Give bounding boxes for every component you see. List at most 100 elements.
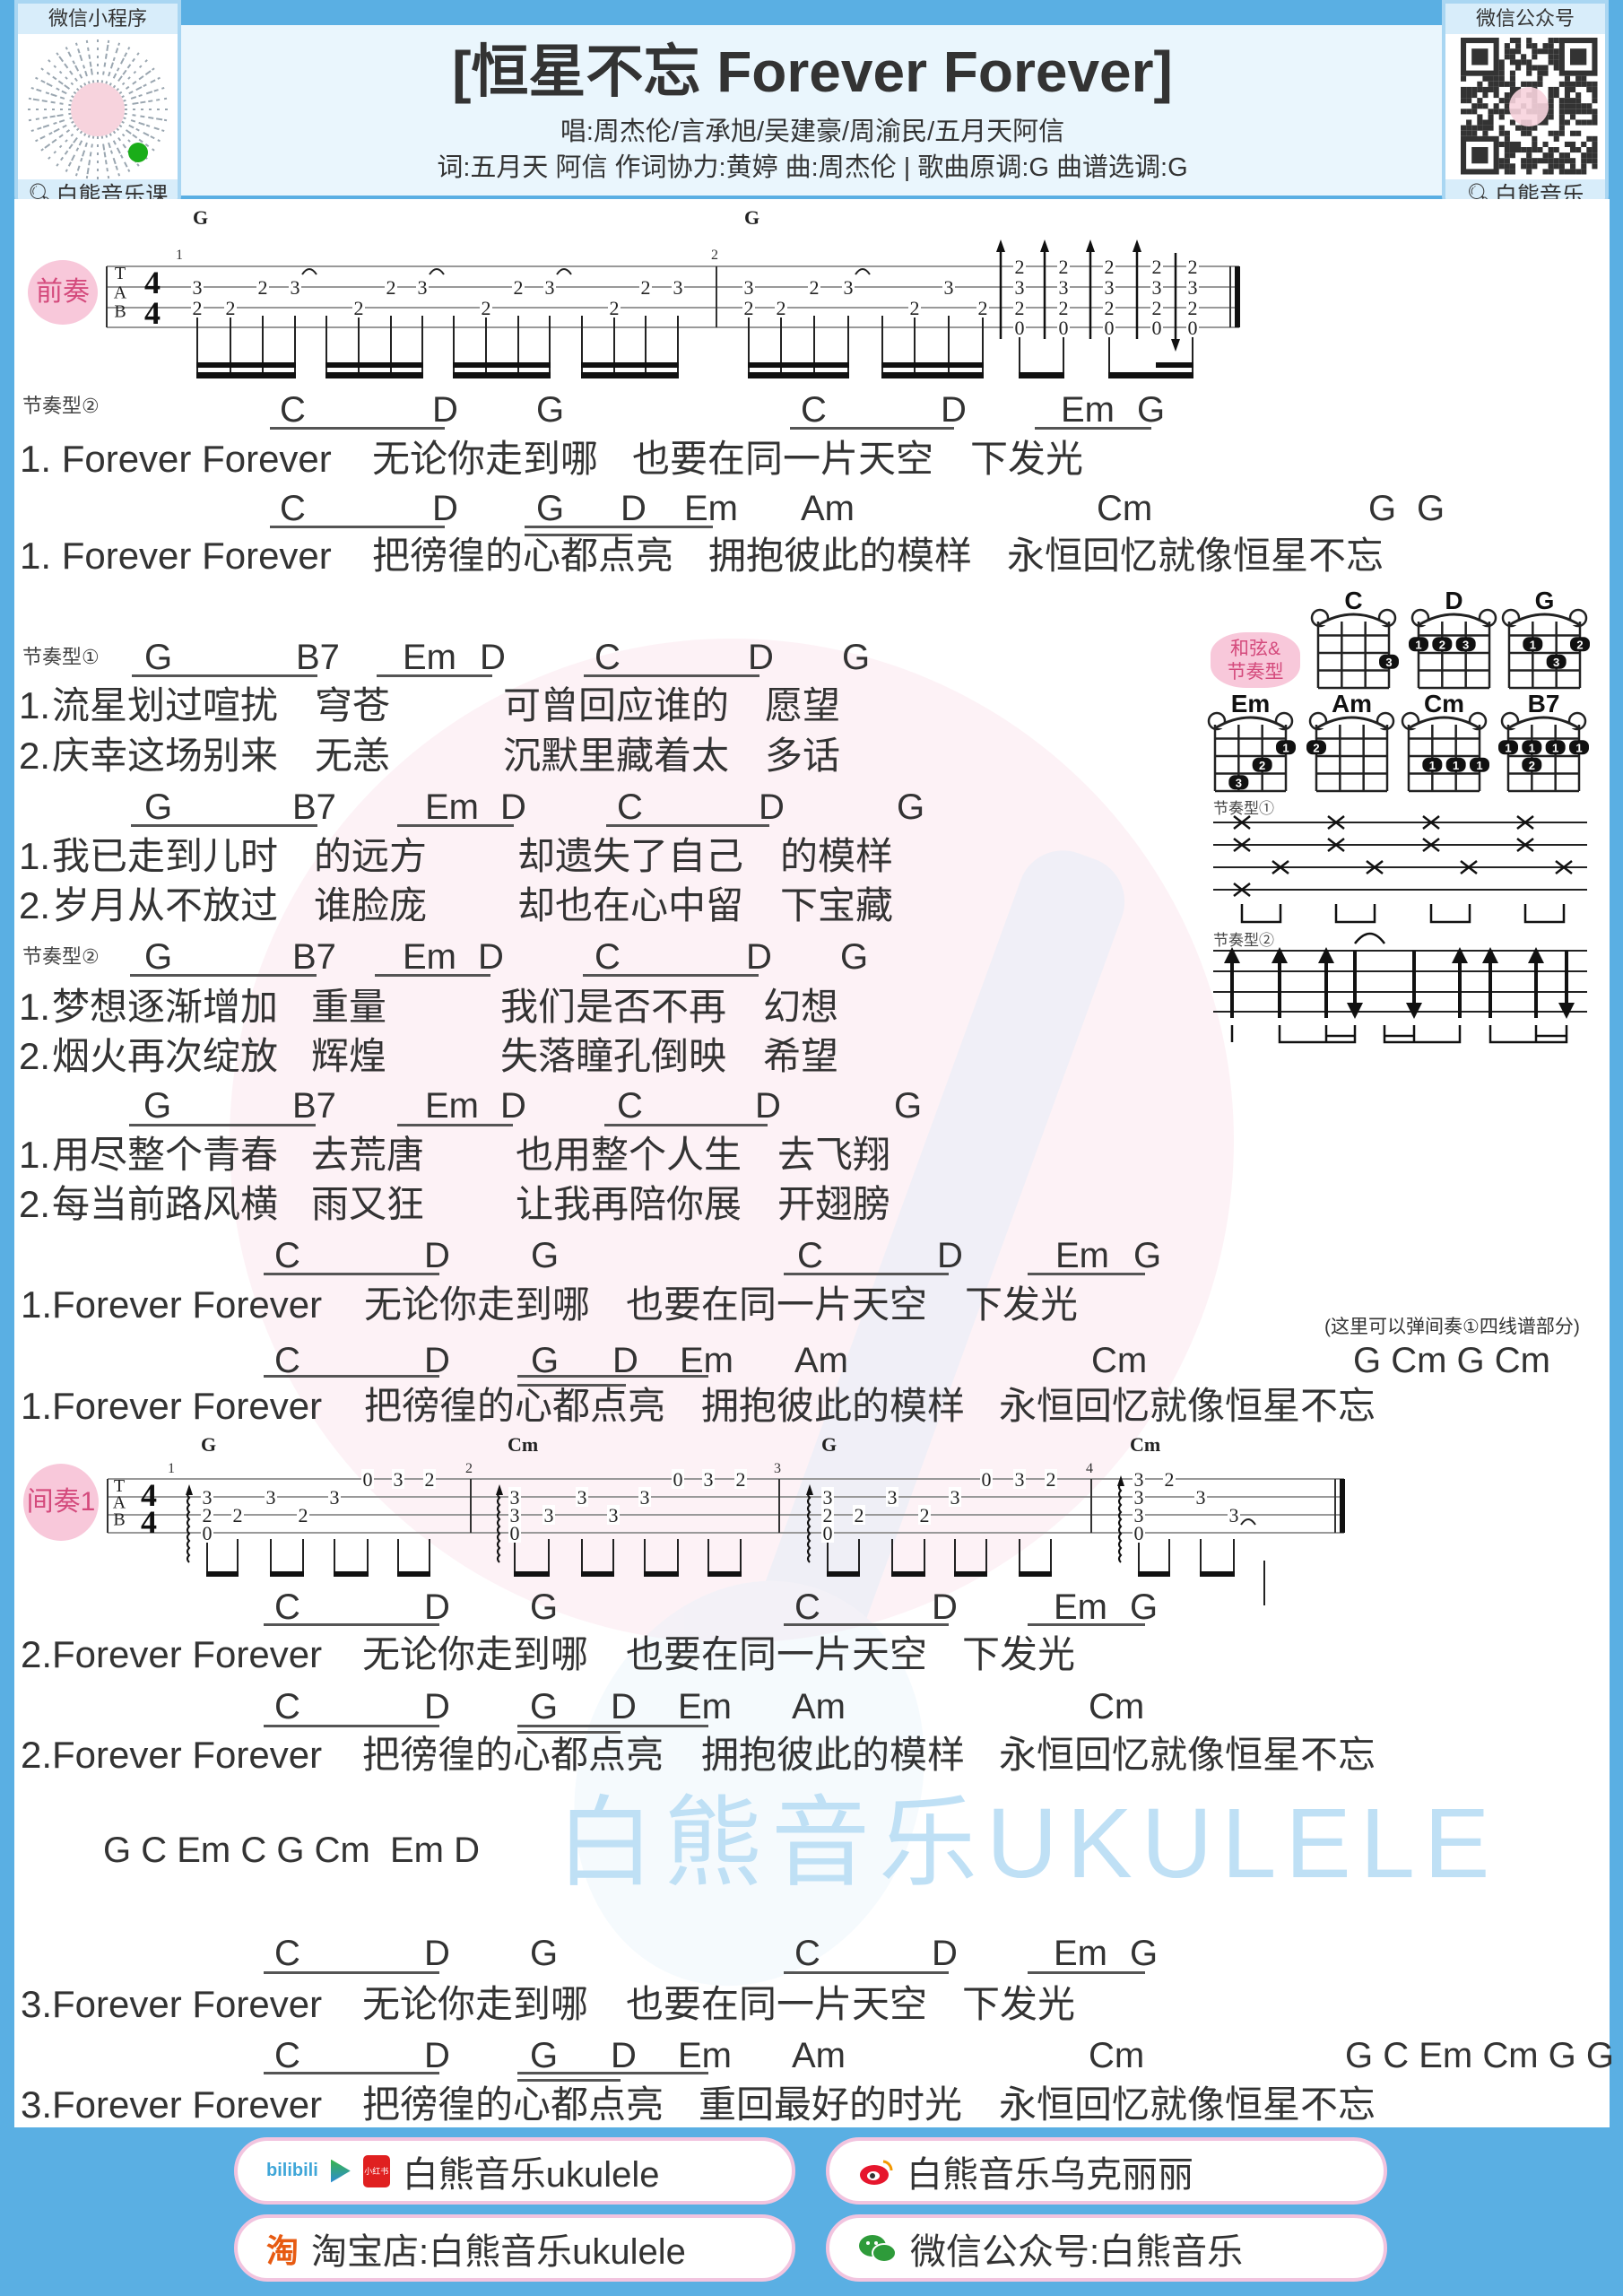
lyric-segment: 让我再陪你展 (516, 1183, 742, 1225)
finger-dot (1522, 740, 1542, 755)
footer-link-taobao[interactable]: 淘 淘宝店:白熊音乐ukulele (234, 2214, 795, 2282)
fret-bg (231, 1505, 244, 1525)
note-beam (1108, 372, 1193, 378)
fret-number: 3 (1134, 1486, 1144, 1509)
diagram-nut (1315, 716, 1388, 730)
chord-name: Em (1055, 1236, 1109, 1275)
finger-dot (1276, 740, 1296, 755)
fret-number: 3 (291, 276, 300, 299)
finger-number: 2 (1576, 638, 1583, 651)
lyric-segment: 1.Forever Forever (21, 1283, 323, 1326)
fret-bg (508, 1487, 521, 1507)
fret-number: 3 (823, 1486, 833, 1509)
note-beam (891, 1571, 925, 1577)
lyric-segment: 永恒回忆就像恒星不忘 (999, 1734, 1376, 1776)
chord-name: Em (1054, 1587, 1107, 1627)
note-beam (1156, 362, 1193, 368)
finger-dot (1409, 637, 1428, 652)
arrow-head (996, 239, 1005, 252)
arrow-head (1406, 1003, 1422, 1019)
fret-bg (392, 1469, 404, 1489)
chord-name: G C Em C G Cm Em D (103, 1831, 480, 1870)
tab-letter: T (115, 264, 126, 283)
chord-underline (583, 974, 759, 977)
chord-underline (264, 1971, 439, 1974)
chord-name: G (1130, 1587, 1159, 1627)
fret-bg (1133, 1523, 1145, 1543)
finger-number: 2 (1259, 759, 1265, 772)
fret-bg (918, 1505, 931, 1525)
arrow-head (1040, 239, 1049, 252)
arpeggio-wave (497, 1490, 501, 1563)
chord-name: D (941, 390, 967, 430)
pluck-x-mark (1327, 815, 1345, 830)
chord-name: D (612, 1341, 638, 1380)
chord-name: C (595, 937, 621, 977)
finger-dot (1252, 757, 1272, 772)
finger-dot (1546, 654, 1567, 669)
fret-number: 2 (1046, 1468, 1056, 1491)
footer-link-wechat[interactable]: 微信公众号:白熊音乐 (826, 2214, 1387, 2282)
fret-number: 3 (266, 1486, 276, 1509)
fret-bg (1103, 317, 1115, 337)
fret-number: 3 (193, 276, 203, 299)
fret-number: 0 (1188, 317, 1198, 339)
lyric-segment: 我已走到儿时 (52, 835, 279, 877)
fret-bg (385, 277, 397, 297)
finger-number: 1 (1552, 741, 1558, 754)
chord-underline (784, 1623, 949, 1626)
fret-bg (1186, 317, 1199, 337)
time-signature: 4 (141, 1477, 157, 1513)
fret-bg (543, 277, 556, 297)
fret-bg (1013, 298, 1026, 317)
fret-number: 3 (1105, 276, 1115, 299)
fret-number: 3 (418, 276, 428, 299)
lyric-segment: 也要在同一片天空 (626, 1283, 928, 1326)
fret-bg (297, 1505, 309, 1525)
pluck-x-mark (1327, 838, 1345, 852)
tab-letter: T (114, 1476, 125, 1496)
fret-bg (480, 298, 492, 317)
mini-program-card[interactable]: 微信小程序 🔍︎白熊音乐课 (14, 0, 181, 215)
finger-dot (1545, 740, 1566, 755)
credits-line: 词:五月天 阿信 作词协力:黄婷 曲:周杰伦 | 歌曲原调:G 曲谱选调:G (437, 153, 1188, 182)
footer-link-bilibili[interactable]: bilibili 小红书 白熊音乐ukulele (234, 2137, 795, 2205)
chord-name: C (274, 1236, 300, 1275)
note-beam (206, 1571, 239, 1577)
pluck-x-mark (1516, 815, 1534, 830)
note-beam (881, 362, 984, 368)
mini-program-code-icon[interactable] (18, 34, 178, 185)
fret-number: 3 (510, 1486, 520, 1509)
footer-link-text: 微信公众号:白熊音乐 (910, 2231, 1244, 2272)
chord-name: D (932, 1934, 958, 1973)
qr-code-icon[interactable] (1445, 34, 1605, 185)
chord-name: Em (1061, 390, 1115, 430)
chord-name: D (500, 787, 526, 827)
arrow-head (1171, 339, 1180, 352)
footer-link-text: 白熊音乐ukulele (402, 2154, 660, 2195)
fret-bg (416, 277, 429, 297)
chord-name: B7 (296, 638, 340, 677)
wechat-account-card[interactable]: 微信公众号 🔍︎白熊音乐 (1442, 0, 1609, 215)
fret-bg (702, 1469, 715, 1489)
fret-bg (1103, 277, 1115, 297)
finger-number: 1 (1476, 759, 1482, 772)
finger-number: 1 (1529, 741, 1535, 754)
finger-number: 1 (1530, 638, 1536, 651)
pluck-x-mark (1233, 838, 1251, 852)
footer-link-weibo[interactable]: 白熊音乐乌克丽丽 (826, 2137, 1387, 2205)
chord-name: C (801, 390, 827, 430)
taobao-icon: 淘 (266, 2231, 299, 2269)
chord-underline (584, 674, 759, 677)
fret-number: 2 (1015, 256, 1025, 278)
chord-name: G (144, 787, 173, 827)
fret-bg (734, 1469, 747, 1489)
arrow-head (1224, 947, 1240, 963)
rhythm-pattern-label: 节奏型① (22, 646, 100, 668)
fret-number: 2 (193, 297, 203, 319)
lyric-segment: 永恒回忆就像恒星不忘 (1007, 535, 1384, 577)
finger-number: 3 (1236, 776, 1242, 789)
fret-bg (542, 1505, 555, 1525)
pluck-x-mark (1422, 838, 1440, 852)
fret-bg (842, 277, 855, 297)
